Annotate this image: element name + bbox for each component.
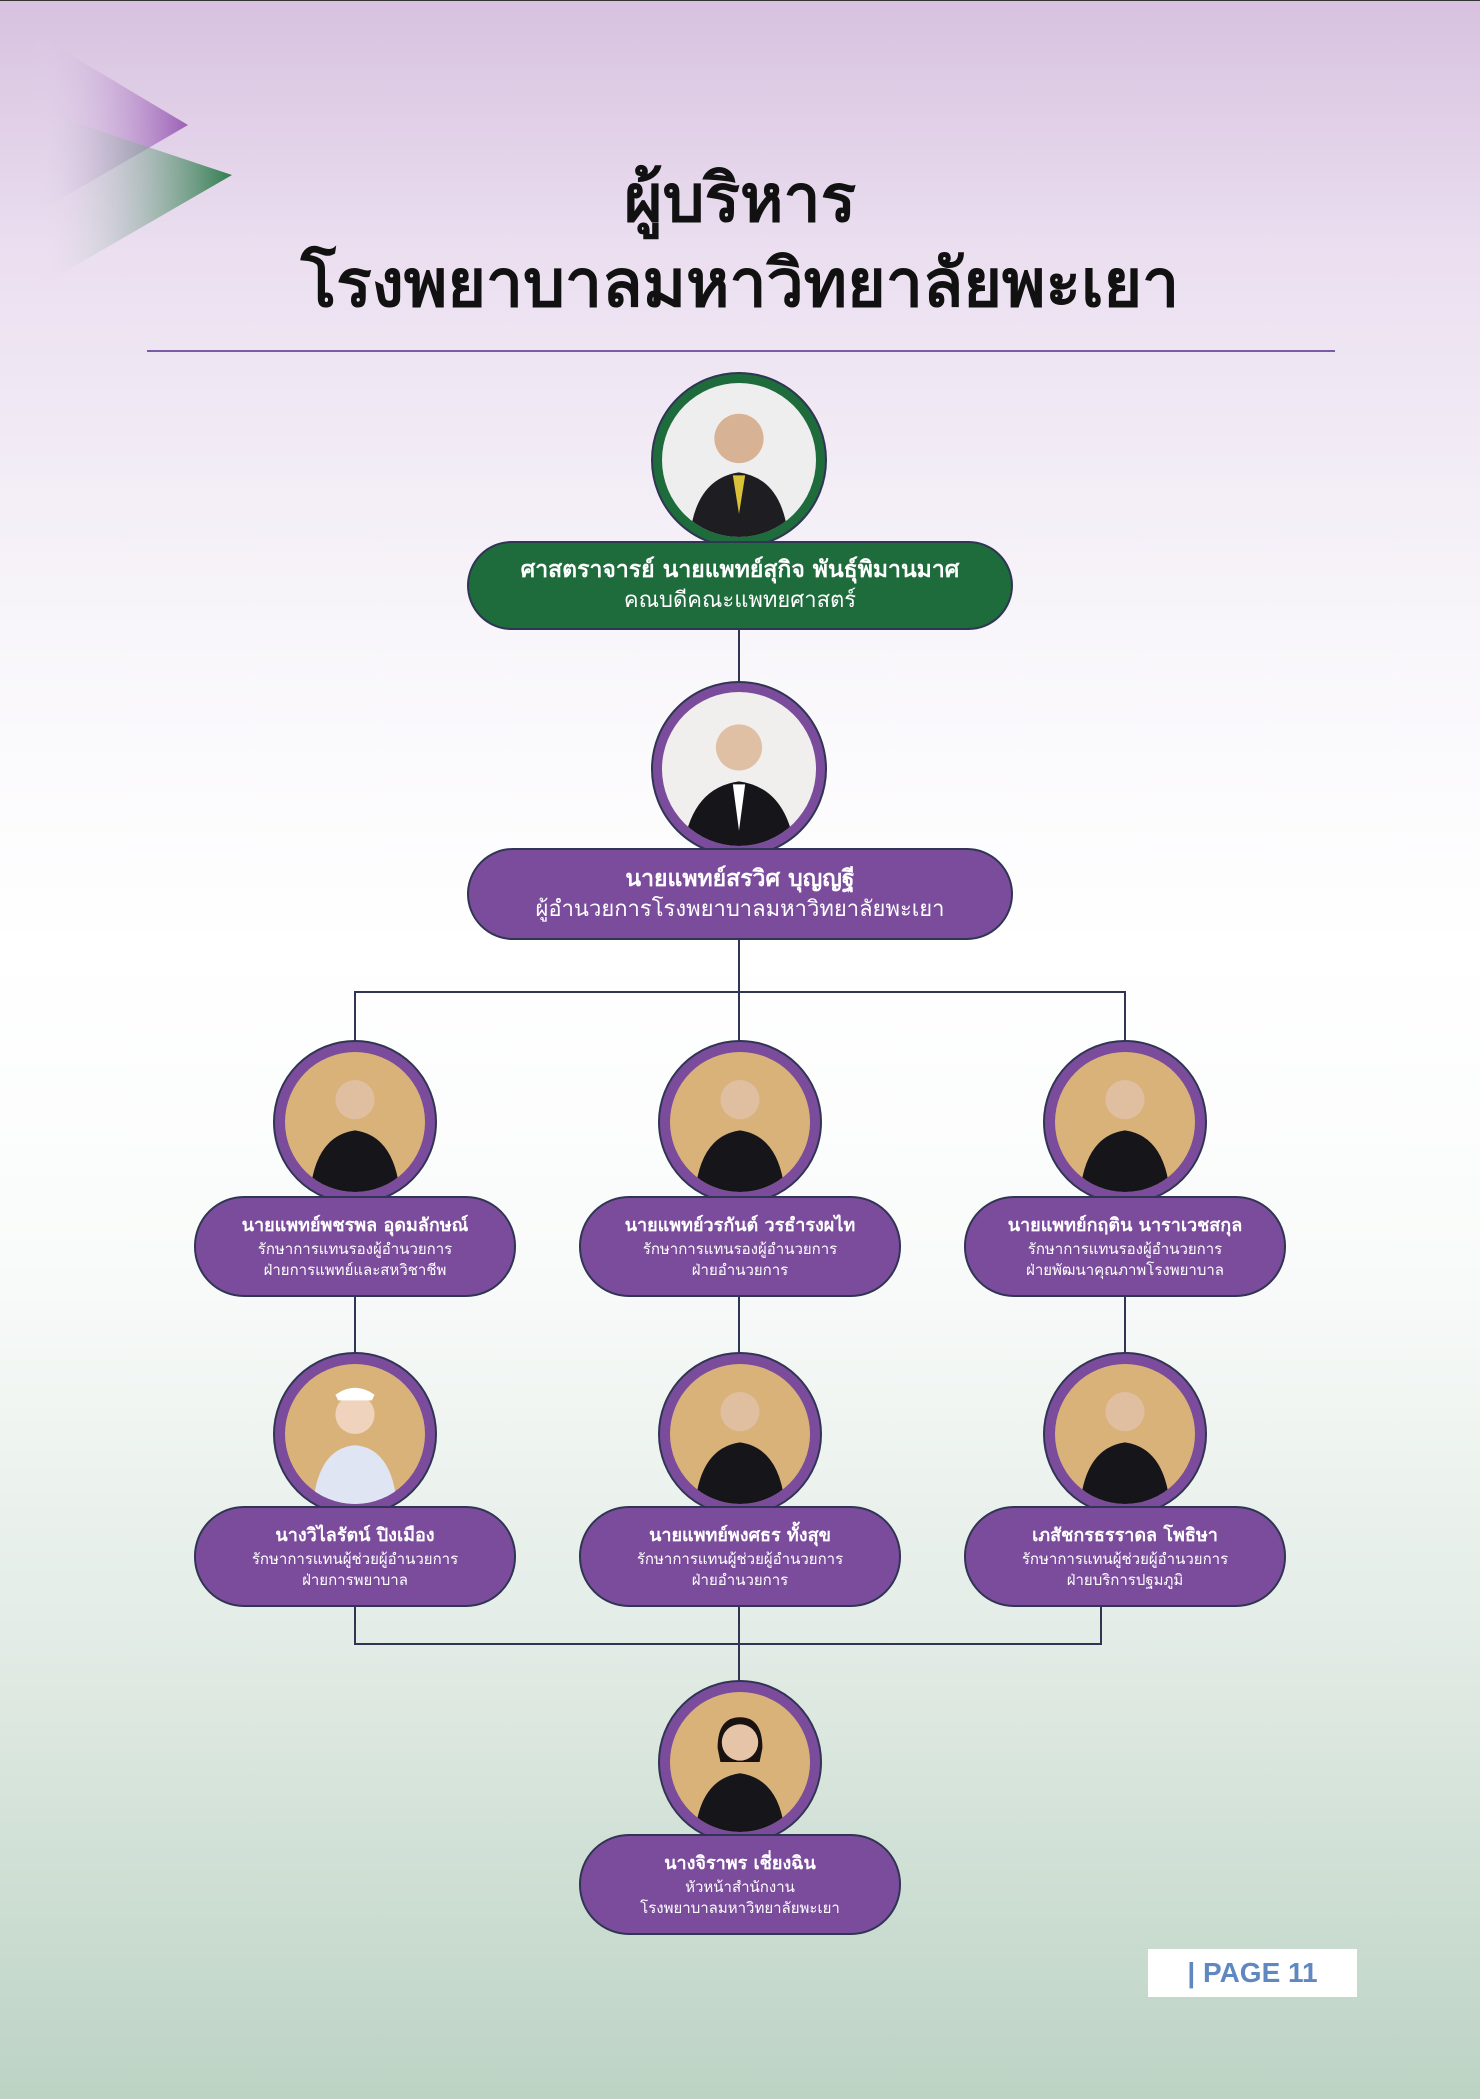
person-portrait-icon: [695, 1717, 785, 1832]
assistant-photo: [273, 1352, 437, 1516]
deputy-card: นายแพทย์กฤติน นาราเวชสกุล รักษาการแทนรอง…: [964, 1196, 1286, 1297]
person-portrait-icon: [1080, 1392, 1170, 1504]
office-head-organization: โรงพยาบาลมหาวิทยาลัยพะเยา: [640, 1898, 840, 1917]
deputy-role: รักษาการแทนรองผู้อำนวยการ: [1027, 1240, 1223, 1259]
page-title-line2: โรงพยาบาลมหาวิทยาลัยพะเยา: [300, 245, 1180, 322]
title-divider: [147, 350, 1335, 352]
deputy-name: นายแพทย์วรกันต์ วรธำรงผไท: [624, 1215, 856, 1237]
assistant-name: เภสัชกรธรราดล โพธิษา: [1032, 1525, 1218, 1547]
connector: [1124, 1297, 1126, 1357]
person-portrait-icon: [695, 1080, 785, 1192]
decorative-triangles: [30, 31, 232, 286]
person-portrait-icon: [689, 413, 789, 537]
assistant-role: รักษาการแทนผู้ช่วยผู้อำนวยการ: [636, 1550, 844, 1569]
assistant-role: รักษาการแทนผู้ช่วยผู้อำนวยการ: [251, 1550, 459, 1569]
deputy-role: รักษาการแทนรองผู้อำนวยการ: [642, 1240, 838, 1259]
connector: [738, 1607, 740, 1687]
assistant-photo: [658, 1352, 822, 1516]
connector: [1124, 991, 1126, 1051]
connector: [738, 630, 740, 690]
person-portrait-icon: [313, 1387, 397, 1504]
connector: [354, 991, 1126, 993]
deputy-role: รักษาการแทนรองผู้อำนวยการ: [257, 1240, 453, 1259]
deputy-name: นายแพทย์กฤติน นาราเวชสกุล: [1007, 1215, 1243, 1237]
deputy-department: ฝ่ายพัฒนาคุณภาพโรงพยาบาล: [1026, 1260, 1224, 1279]
office-head-role: หัวหน้าสำนักงาน: [685, 1878, 795, 1897]
deputy-department: ฝ่ายอำนวยการ: [691, 1260, 789, 1279]
assistant-department: ฝ่ายการพยาบาล: [302, 1570, 408, 1589]
deputy-department: ฝ่ายการแพทย์และสหวิชาชีพ: [263, 1260, 447, 1279]
deputy-card: นายแพทย์พชรพล อุดมลักษณ์ รักษาการแทนรองผ…: [194, 1196, 516, 1297]
connector: [354, 1297, 356, 1357]
deputy-photo: [1043, 1040, 1207, 1204]
deputy-card: นายแพทย์วรกันต์ วรธำรงผไท รักษาการแทนรอง…: [579, 1196, 901, 1297]
assistant-department: ฝ่ายอำนวยการ: [691, 1570, 789, 1589]
office-head-card: นางจิราพร เชี่ยงฉิน หัวหน้าสำนักงาน โรงพ…: [579, 1834, 901, 1935]
director-name: นายแพทย์สรวิศ บุญญฐี: [625, 865, 855, 892]
connector: [354, 1643, 1102, 1645]
director-role: ผู้อำนวยการโรงพยาบาลมหาวิทยาลัยพะเยา: [535, 896, 945, 922]
assistant-name: นายแพทย์พงศธร ทั้งสุข: [649, 1525, 831, 1547]
person-portrait-icon: [310, 1080, 400, 1192]
office-head-name: นางจิราพร เชี่ยงฉิน: [664, 1853, 816, 1875]
deputy-name: นายแพทย์พชรพล อุดมลักษณ์: [241, 1215, 469, 1237]
connector: [1100, 1607, 1102, 1645]
person-portrait-icon: [1080, 1080, 1170, 1192]
dean-role: คณบดีคณะแพทยศาสตร์: [623, 588, 857, 614]
assistant-department: ฝ่ายบริการปฐมภูมิ: [1066, 1570, 1184, 1589]
connector: [738, 1297, 740, 1357]
deputy-photo: [658, 1040, 822, 1204]
connector: [354, 991, 356, 1051]
assistant-role: รักษาการแทนผู้ช่วยผู้อำนวยการ: [1021, 1550, 1229, 1569]
assistant-photo: [1043, 1352, 1207, 1516]
connector: [354, 1607, 356, 1645]
deputy-photo: [273, 1040, 437, 1204]
dean-card: ศาสตราจารย์ นายแพทย์สุกิจ พันธุ์พิมานมาศ…: [467, 541, 1013, 630]
office-head-photo: [658, 1680, 822, 1844]
page-title-line1: ผู้บริหาร: [623, 160, 857, 237]
person-portrait-icon: [695, 1392, 785, 1504]
assistant-card: นายแพทย์พงศธร ทั้งสุข รักษาการแทนผู้ช่วย…: [579, 1506, 901, 1607]
dean-name: ศาสตราจารย์ นายแพทย์สุกิจ พันธุ์พิมานมาศ: [520, 557, 960, 583]
assistant-card: เภสัชกรธรราดล โพธิษา รักษาการแทนผู้ช่วยผ…: [964, 1506, 1286, 1607]
director-card: นายแพทย์สรวิศ บุญญฐี ผู้อำนวยการโรงพยาบา…: [467, 848, 1013, 940]
page-number: | PAGE 11: [1148, 1949, 1357, 1997]
dean-photo: [651, 372, 827, 548]
assistant-name: นางวิไลรัตน์ ปิงเมือง: [275, 1525, 435, 1547]
director-photo: [651, 681, 827, 857]
assistant-card: นางวิไลรัตน์ ปิงเมือง รักษาการแทนผู้ช่วย…: [194, 1506, 516, 1607]
person-portrait-icon: [683, 724, 795, 846]
